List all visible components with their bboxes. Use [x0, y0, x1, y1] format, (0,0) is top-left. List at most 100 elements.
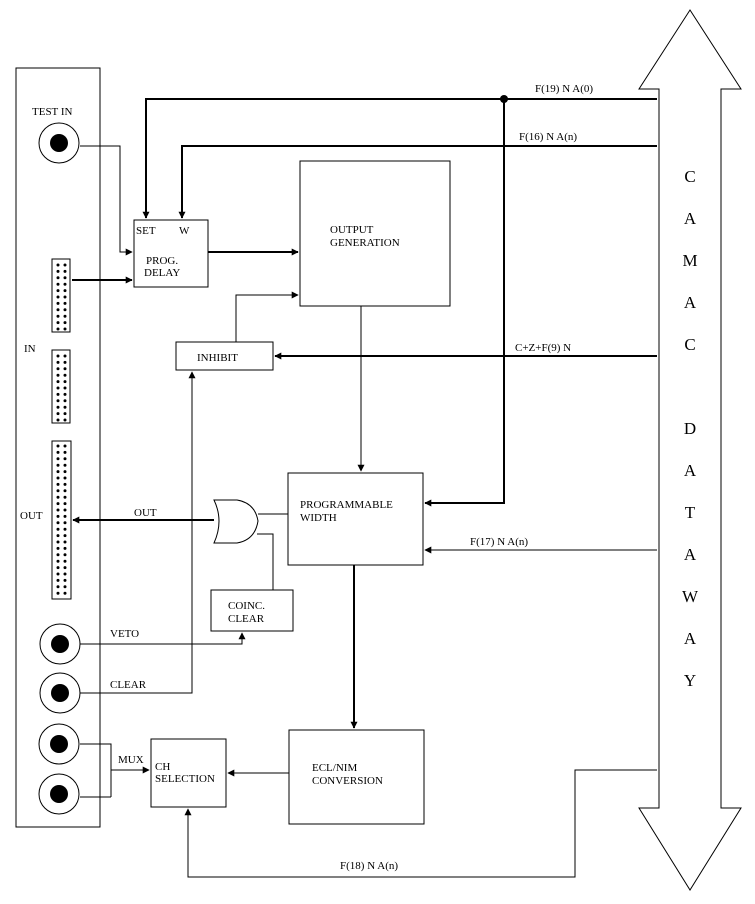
connector-pin [63, 566, 67, 570]
dataway-letter: C [684, 167, 695, 186]
connector-pin [63, 321, 67, 325]
dataway-letter: Y [684, 671, 696, 690]
connector-pin [63, 457, 67, 461]
connector-pin [63, 553, 67, 557]
connector-pin [56, 314, 60, 318]
connector-pin [56, 521, 60, 525]
connector-pin [56, 553, 60, 557]
connector-pin [56, 540, 60, 544]
connector-pin [63, 527, 67, 531]
prog-delay-label-2: DELAY [144, 267, 180, 279]
wire-coinc-clear-to-or-gate [257, 533, 274, 590]
connector-pin [56, 360, 60, 364]
wire-clear-to-inhibit [80, 371, 196, 694]
connector-pin [63, 295, 67, 299]
connector-pin [63, 495, 67, 499]
connector-pin [63, 463, 67, 467]
connector-pin [63, 360, 67, 364]
dataway-letter: A [684, 209, 697, 228]
dataway-letter: D [684, 419, 696, 438]
connector-pin [56, 380, 60, 384]
or-gate [213, 499, 259, 544]
connector-pin [56, 308, 60, 312]
dataway-letter: A [684, 461, 697, 480]
out-label: OUT [20, 510, 43, 522]
connector-pin [56, 295, 60, 299]
out-connector [51, 440, 72, 600]
connector-pin [56, 463, 60, 467]
in-connector-upper [51, 258, 71, 333]
prog-delay-label-1: PROG. [146, 255, 178, 267]
wire-inhibit-to-output-generation [235, 291, 299, 342]
connector-pin [56, 373, 60, 377]
clear-connector [39, 672, 81, 714]
connector-pin [56, 276, 60, 280]
mux-connector-lower [38, 773, 80, 815]
connector-pin [63, 367, 67, 371]
dataway-letter: A [684, 293, 697, 312]
mux-label: MUX [118, 754, 144, 766]
connector-pin [63, 405, 67, 409]
connector-pin [63, 444, 67, 448]
connector-pin [63, 521, 67, 525]
clear-label: CLEAR [110, 679, 147, 691]
connector-pin [63, 276, 67, 280]
ch-selection-label-2: SELECTION [155, 773, 215, 785]
connector-pin [56, 572, 60, 576]
connector-pin [63, 450, 67, 454]
connector-pin [63, 476, 67, 480]
connector-pin [56, 534, 60, 538]
f19-label: F(19) N A(0) [535, 83, 593, 95]
f18-label: F(18) N A(n) [340, 860, 398, 872]
output-generation-label-2: GENERATION [330, 237, 400, 249]
programmable-width-label-1: PROGRAMMABLE [300, 499, 393, 511]
ch-selection-label-1: CH [155, 761, 170, 773]
connector-pin [63, 502, 67, 506]
out-signal-label: OUT [134, 507, 157, 519]
connector-pin [56, 444, 60, 448]
wire-f19-to-set [142, 98, 657, 219]
connector-pin [56, 450, 60, 454]
veto-label: VETO [110, 628, 139, 640]
connector-pin [56, 354, 60, 358]
connector-pin [63, 301, 67, 305]
connector-pin [56, 301, 60, 305]
connector-pin [63, 399, 67, 403]
connector-pin [63, 514, 67, 518]
connector-pin [63, 386, 67, 390]
dataway-letter: M [682, 251, 697, 270]
connector-pin [63, 572, 67, 576]
connector-pin [56, 585, 60, 589]
connector-pin [63, 327, 67, 331]
programmable-width-label-2: WIDTH [300, 512, 337, 524]
connector-pin [63, 470, 67, 474]
connector-pin [56, 495, 60, 499]
in-connector-lower [51, 349, 71, 424]
connector-pin [56, 289, 60, 293]
ch-selection-block [150, 738, 227, 808]
dataway-letter: W [682, 587, 699, 606]
connector-pin [56, 392, 60, 396]
connector-pin [63, 380, 67, 384]
wire-f18-to-ch-selection [184, 769, 657, 878]
czf9-label: C+Z+F(9) N [515, 342, 571, 354]
connector-pin [56, 269, 60, 273]
f17-label: F(17) N A(n) [470, 536, 528, 548]
out-connector-pins [56, 444, 67, 595]
connector-pin [56, 508, 60, 512]
connector-pin [63, 289, 67, 293]
output-generation-block [299, 160, 451, 307]
f16-label: F(16) N A(n) [519, 131, 577, 143]
in-label: IN [24, 343, 36, 355]
connector-pin [56, 282, 60, 286]
coinc-clear-block [210, 589, 294, 632]
wire-mux-upper [80, 743, 112, 797]
ecl-nim-label-1: ECL/NIM [312, 762, 357, 774]
connector-pin [56, 578, 60, 582]
connector-pin [63, 282, 67, 286]
prog-delay-block [133, 219, 209, 288]
connector-pin [56, 482, 60, 486]
connector-pin [56, 591, 60, 595]
connector-pin [56, 502, 60, 506]
test-in-label: TEST IN [32, 106, 72, 118]
